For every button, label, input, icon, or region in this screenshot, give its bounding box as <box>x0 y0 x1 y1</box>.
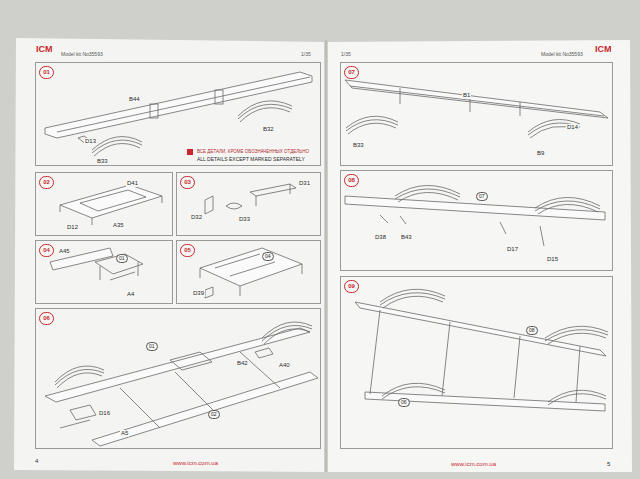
subassembly-ref: 07 <box>476 192 488 201</box>
part-number: D15 <box>546 256 559 263</box>
step-number: 01 <box>39 66 54 79</box>
part-number: B44 <box>128 96 141 103</box>
step-panel: 08 <box>340 170 613 271</box>
step-number: 04 <box>39 244 54 257</box>
part-number: A45 <box>58 248 71 255</box>
step-panel: 09 <box>340 276 613 449</box>
step-panel: 06 <box>35 308 321 449</box>
part-number: D32 <box>190 214 203 221</box>
part-number: B43 <box>400 234 413 241</box>
step-panel: 04 <box>35 240 173 304</box>
subassembly-ref: 01 <box>146 342 158 351</box>
part-number: D12 <box>66 224 79 231</box>
model-number: Model kit No35593 <box>60 51 104 57</box>
subassembly-ref: 02 <box>208 410 220 419</box>
step-number: 09 <box>344 280 359 293</box>
part-number: A4 <box>126 291 135 298</box>
brand-logo: ICM <box>35 44 54 54</box>
page-number: 4 <box>34 458 39 465</box>
part-number: D31 <box>298 180 311 187</box>
part-number: A35 <box>112 222 125 229</box>
subassembly-ref: 08 <box>526 326 538 335</box>
part-number: D13 <box>84 138 97 145</box>
subassembly-ref: 06 <box>398 398 410 407</box>
page-number: 5 <box>606 461 611 468</box>
part-number: D33 <box>238 216 251 223</box>
step-number: 07 <box>344 66 359 79</box>
part-number: B42 <box>236 360 249 367</box>
brand-logo: ICM <box>594 44 613 54</box>
part-number: B9 <box>536 150 545 157</box>
part-number: B33 <box>352 142 365 149</box>
website: www.icm.com.ua <box>450 461 497 468</box>
note-text: ВСЕ ДЕТАЛИ, КРОМЕ ОБОЗНАЧЕННЫХ ОТДЕЛЬНО <box>196 148 310 155</box>
part-number: A5 <box>120 430 129 437</box>
note-text: ALL DETAILS EXCEPT MARKED SEPARATELY <box>196 156 306 163</box>
part-number: D38 <box>374 234 387 241</box>
part-number: D41 <box>126 180 139 187</box>
part-number: D16 <box>98 410 111 417</box>
step-panel: 02 <box>35 172 173 236</box>
model-number: Model kit No35593 <box>540 51 584 57</box>
subassembly-ref: 01 <box>116 254 128 263</box>
step-panel: 07 <box>340 62 613 166</box>
part-number: D39 <box>192 290 205 297</box>
scale: 1/35 <box>340 51 352 57</box>
step-number: 03 <box>180 176 195 189</box>
website: www.icm.com.ua <box>172 460 219 467</box>
step-number: 06 <box>39 312 54 325</box>
step-number: 05 <box>180 244 195 257</box>
step-number: 02 <box>39 176 54 189</box>
part-number: B33 <box>96 158 109 165</box>
scale: 1/35 <box>300 51 312 57</box>
part-number: B1 <box>462 92 471 99</box>
step-number: 08 <box>344 174 359 187</box>
subassembly-ref: 04 <box>262 252 274 261</box>
part-number: A40 <box>278 362 291 369</box>
part-number: B32 <box>262 126 275 133</box>
part-number: D14 <box>566 124 579 131</box>
part-number: D17 <box>506 246 519 253</box>
